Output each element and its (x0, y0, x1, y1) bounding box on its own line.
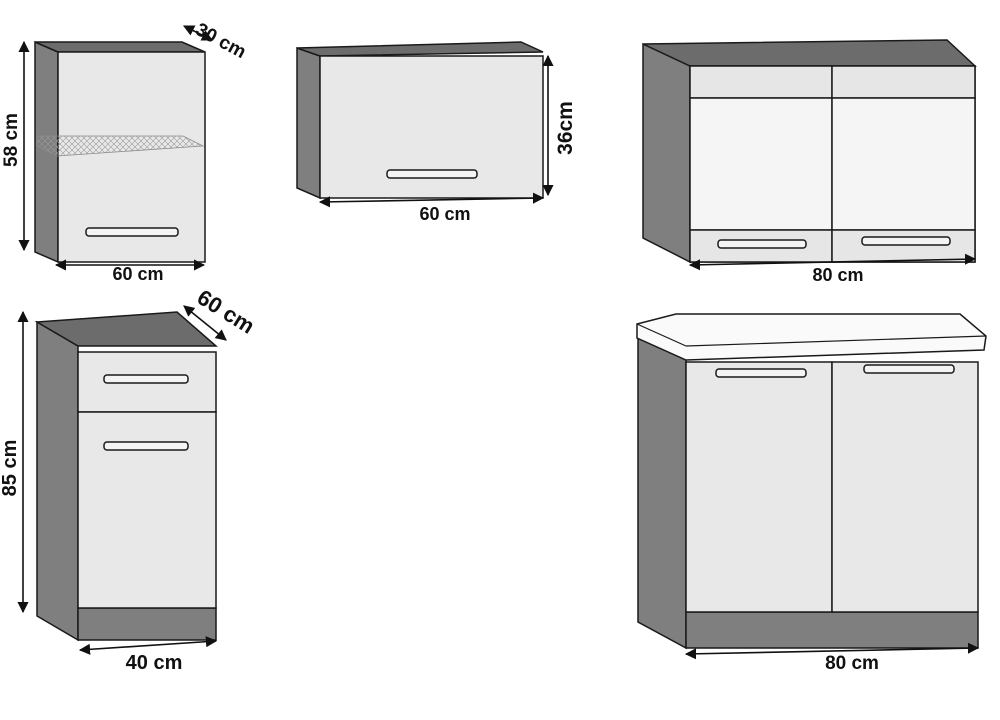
cabinet-base-drawer (34, 311, 219, 642)
worktop (636, 313, 987, 361)
cabinet-side-panel (642, 42, 691, 264)
right-door-handle (863, 364, 955, 374)
left-door-handle (715, 368, 807, 378)
right-glass-panel (831, 97, 976, 231)
worktop-edge (636, 323, 687, 347)
drawer-handle (103, 374, 189, 384)
right-top-panel (831, 65, 976, 99)
cabinet-side-panel (296, 46, 321, 200)
worktop-front-edge (685, 335, 987, 347)
width-label-60cm: 60 cm (419, 204, 470, 224)
glass-shelf (36, 135, 205, 157)
left-door-handle (717, 239, 807, 249)
width-arrow (318, 192, 545, 208)
cabinet-top-panel (642, 39, 977, 67)
width-label-60cm: 60 cm (112, 264, 163, 284)
width-label-80cm: 80 cm (825, 653, 879, 674)
left-door (685, 361, 833, 613)
cabinet-base-double (636, 313, 987, 650)
depth-arrow (183, 305, 227, 341)
width-arrow (78, 636, 218, 655)
door-handle (103, 441, 189, 451)
width-label-80cm: 80 cm (812, 265, 863, 285)
cabinet-top-panel (296, 41, 544, 57)
dimension-lines-cabinet-1 (18, 25, 214, 271)
door-handle (85, 227, 179, 237)
door-handle (386, 169, 478, 179)
dimension-lines-cabinet-3 (688, 253, 977, 271)
cabinet-wall-flap (296, 41, 544, 200)
cabinet-door (57, 51, 206, 263)
cabinet-plinth (685, 611, 979, 649)
right-door-handle (861, 236, 951, 246)
dimension-lines-cabinet-4 (17, 305, 227, 655)
width-label-40cm: 40 cm (126, 652, 183, 674)
dimension-lines-cabinet-2 (318, 54, 554, 208)
right-bottom-panel (831, 229, 976, 263)
dimension-lines-cabinet-5 (684, 642, 980, 660)
cabinet-side-panel (637, 334, 687, 650)
right-door (831, 361, 979, 613)
height-label-58cm: 58 cm (1, 113, 22, 167)
cabinet-wall-with-shelf (34, 40, 206, 264)
cabinet-side-panel (36, 320, 79, 642)
cabinet-plinth (77, 607, 217, 641)
left-glass-panel (689, 97, 833, 231)
height-label-85cm: 85 cm (0, 440, 21, 497)
depth-label-60cm: 60 cm (193, 285, 259, 339)
cabinet-wall-double-glass (642, 39, 977, 264)
cabinet-top-panel (34, 311, 219, 347)
width-arrow (684, 642, 980, 660)
left-top-panel (689, 65, 833, 99)
height-label-36cm: 36cm (554, 101, 577, 155)
depth-arrow (182, 25, 214, 41)
cabinet-top-panel (34, 41, 206, 53)
width-arrow (688, 253, 977, 271)
